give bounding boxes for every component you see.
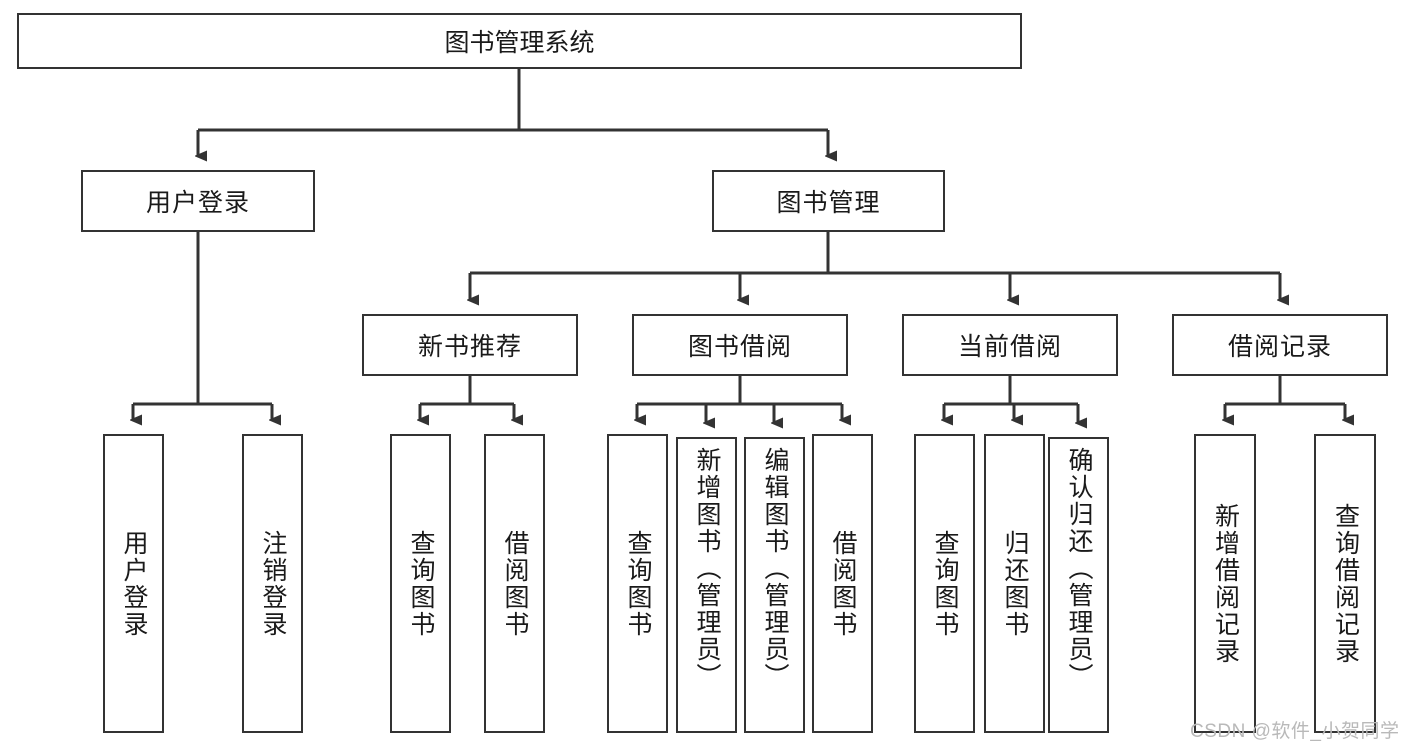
leaf-borrow-book-1-label: 借阅图书 [501, 529, 529, 638]
leaf-borrow-book-2[interactable]: 借阅图书 [812, 434, 873, 733]
node-current-borrow[interactable]: 当前借阅 [902, 314, 1118, 376]
node-root-label: 图书管理系统 [444, 29, 595, 57]
leaf-confirm-return-admin[interactable]: 确认归还（管理员） [1048, 437, 1109, 733]
node-user-login[interactable]: 用户登录 [81, 170, 315, 232]
leaf-return-book[interactable]: 归还图书 [984, 434, 1045, 733]
node-user-login-label: 用户登录 [145, 189, 250, 217]
leaf-add-borrow-record-label: 新增借阅记录 [1211, 502, 1240, 665]
leaf-add-borrow-record[interactable]: 新增借阅记录 [1194, 434, 1256, 733]
leaf-borrow-book-1[interactable]: 借阅图书 [484, 434, 545, 733]
leaf-query-borrow-record-label: 查询借阅记录 [1331, 502, 1360, 665]
node-borrow-record-label: 借阅记录 [1227, 333, 1332, 361]
leaf-return-book-label: 归还图书 [1001, 529, 1029, 638]
leaf-query-book-3[interactable]: 查询图书 [914, 434, 975, 733]
leaf-query-book-2[interactable]: 查询图书 [607, 434, 668, 733]
csdn-watermark: CSDN @软件_小贺同学 [1190, 721, 1400, 742]
node-borrow-record[interactable]: 借阅记录 [1172, 314, 1388, 376]
leaf-user-login-label: 用户登录 [120, 529, 148, 638]
node-new-book-recommend[interactable]: 新书推荐 [362, 314, 578, 376]
leaf-query-book-3-label: 查询图书 [931, 529, 959, 638]
leaf-query-book-2-label: 查询图书 [624, 529, 652, 638]
leaf-query-borrow-record[interactable]: 查询借阅记录 [1314, 434, 1376, 733]
node-root[interactable]: 图书管理系统 [17, 13, 1022, 69]
leaf-edit-book-admin-label: 编辑图书（管理员） [761, 447, 789, 690]
node-new-book-recommend-label: 新书推荐 [417, 333, 522, 361]
node-book-manage[interactable]: 图书管理 [712, 170, 945, 232]
node-current-borrow-label: 当前借阅 [957, 333, 1062, 361]
node-book-borrow-label: 图书借阅 [687, 333, 792, 361]
leaf-user-login[interactable]: 用户登录 [103, 434, 164, 733]
leaf-logout[interactable]: 注销登录 [242, 434, 303, 733]
node-book-borrow[interactable]: 图书借阅 [632, 314, 848, 376]
leaf-query-book-1-label: 查询图书 [407, 529, 435, 638]
leaf-query-book-1[interactable]: 查询图书 [390, 434, 451, 733]
leaf-add-book-admin-label: 新增图书（管理员） [693, 447, 721, 690]
leaf-confirm-return-admin-label: 确认归还（管理员） [1065, 447, 1093, 690]
leaf-logout-label: 注销登录 [259, 529, 287, 638]
leaf-edit-book-admin[interactable]: 编辑图书（管理员） [744, 437, 805, 733]
leaf-add-book-admin[interactable]: 新增图书（管理员） [676, 437, 737, 733]
leaf-borrow-book-2-label: 借阅图书 [829, 529, 857, 638]
node-book-manage-label: 图书管理 [776, 189, 881, 217]
